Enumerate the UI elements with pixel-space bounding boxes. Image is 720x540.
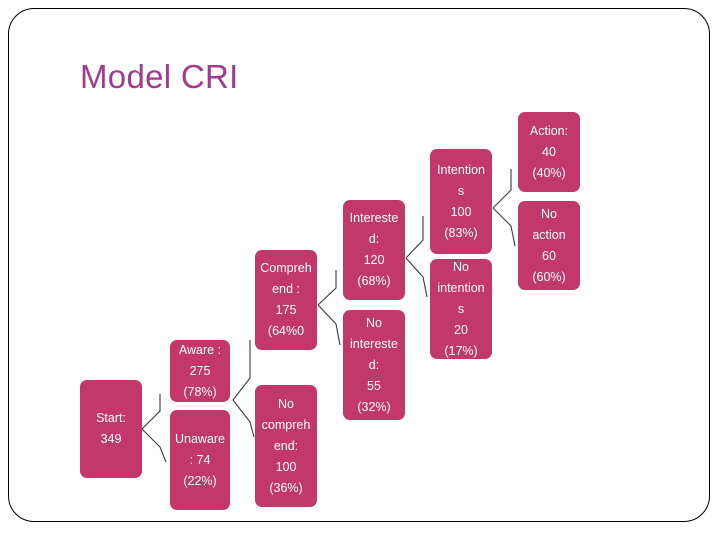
node-no-action-value: 60: [542, 248, 556, 263]
node-comprehend[interactable]: Compreh end : 175 (64%0: [255, 250, 317, 350]
node-unaware[interactable]: Unaware : 74 (22%): [170, 410, 230, 510]
node-no-comprehend-value: 100: [275, 459, 297, 474]
edge-aware-comprehend: [232, 340, 251, 401]
edge-comprehend-interested: [317, 270, 337, 306]
node-no-comprehend-percent: (36%): [269, 480, 303, 495]
node-no-interested-value: 55: [367, 378, 381, 393]
edge-start-aware: [141, 394, 161, 430]
node-no-comprehend[interactable]: No compreh end: 100 (36%): [255, 385, 317, 507]
node-start-value: 349: [100, 432, 122, 446]
node-aware-percent: (78%): [183, 384, 217, 399]
node-interested-percent: (68%): [357, 274, 391, 288]
node-intentions-percent: (83%): [444, 225, 478, 240]
node-no-intentions[interactable]: No intention s 20 (17%): [430, 259, 492, 359]
node-no-interested-label-1: No: [366, 315, 382, 330]
node-no-action-percent: (60%): [532, 269, 566, 284]
node-no-action[interactable]: No action 60 (60%): [518, 201, 580, 290]
node-intentions-label-1: Intention: [437, 162, 485, 177]
node-comprehend-percent: (64%0: [267, 324, 305, 338]
node-no-comprehend-label-3: end:: [273, 438, 299, 453]
page-title: Model CRI: [80, 58, 239, 95]
node-comprehend-label-1: Compreh: [260, 261, 312, 275]
node-interested-label-2: d:: [368, 232, 380, 246]
edge-intentions-action: [492, 169, 512, 209]
node-unaware-label: Unaware: [174, 431, 226, 446]
node-no-comprehend-label-2: compreh: [261, 417, 311, 432]
edge-aware-nocomprehend: [232, 399, 255, 438]
node-interested-value: 120: [363, 253, 385, 267]
node-no-action-label-1: No: [541, 206, 557, 221]
node-intentions-label-2: s: [457, 183, 465, 198]
node-unaware-percent: (22%): [183, 473, 217, 488]
node-interested-label-1: Intereste: [349, 211, 399, 225]
node-start[interactable]: Start: 349: [80, 380, 142, 478]
node-aware-label: Aware :: [178, 342, 222, 357]
edge-intentions-noaction: [492, 207, 516, 247]
edge-interested-nointentions: [405, 257, 428, 298]
node-action-value: 40: [542, 144, 556, 159]
node-action-label: Action:: [529, 123, 569, 138]
node-no-intentions-label-2: intention: [437, 280, 485, 295]
node-no-interested-label-3: d:: [368, 357, 380, 372]
node-no-action-label-2: action: [532, 227, 566, 242]
node-no-intentions-percent: (17%): [444, 343, 478, 358]
node-aware[interactable]: Aware : 275 (78%): [170, 340, 230, 402]
node-no-interested-label-2: intereste: [350, 336, 398, 351]
node-action-percent: (40%): [532, 165, 566, 180]
node-intentions[interactable]: Intention s 100 (83%): [430, 149, 492, 254]
node-action[interactable]: Action: 40 (40%): [518, 112, 580, 192]
edge-interested-intentions: [405, 216, 424, 259]
node-no-intentions-label-3: s: [457, 301, 465, 316]
node-intentions-value: 100: [450, 204, 472, 219]
node-no-interested-percent: (32%): [357, 399, 391, 414]
node-comprehend-value: 175: [275, 303, 297, 317]
node-comprehend-label-2: end :: [272, 282, 300, 296]
node-unaware-value: : 74: [189, 452, 211, 467]
node-start-label: Start:: [96, 411, 126, 425]
node-interested[interactable]: Intereste d: 120 (68%): [343, 200, 405, 300]
edge-start-unaware: [141, 428, 167, 463]
node-no-intentions-value: 20: [454, 322, 468, 337]
node-aware-value: 275: [189, 363, 211, 378]
node-no-interested[interactable]: No intereste d: 55 (32%): [343, 310, 405, 420]
node-no-intentions-label-1: No: [453, 259, 469, 274]
edge-comprehend-nointerested: [317, 304, 341, 346]
node-no-comprehend-label-1: No: [278, 396, 294, 411]
